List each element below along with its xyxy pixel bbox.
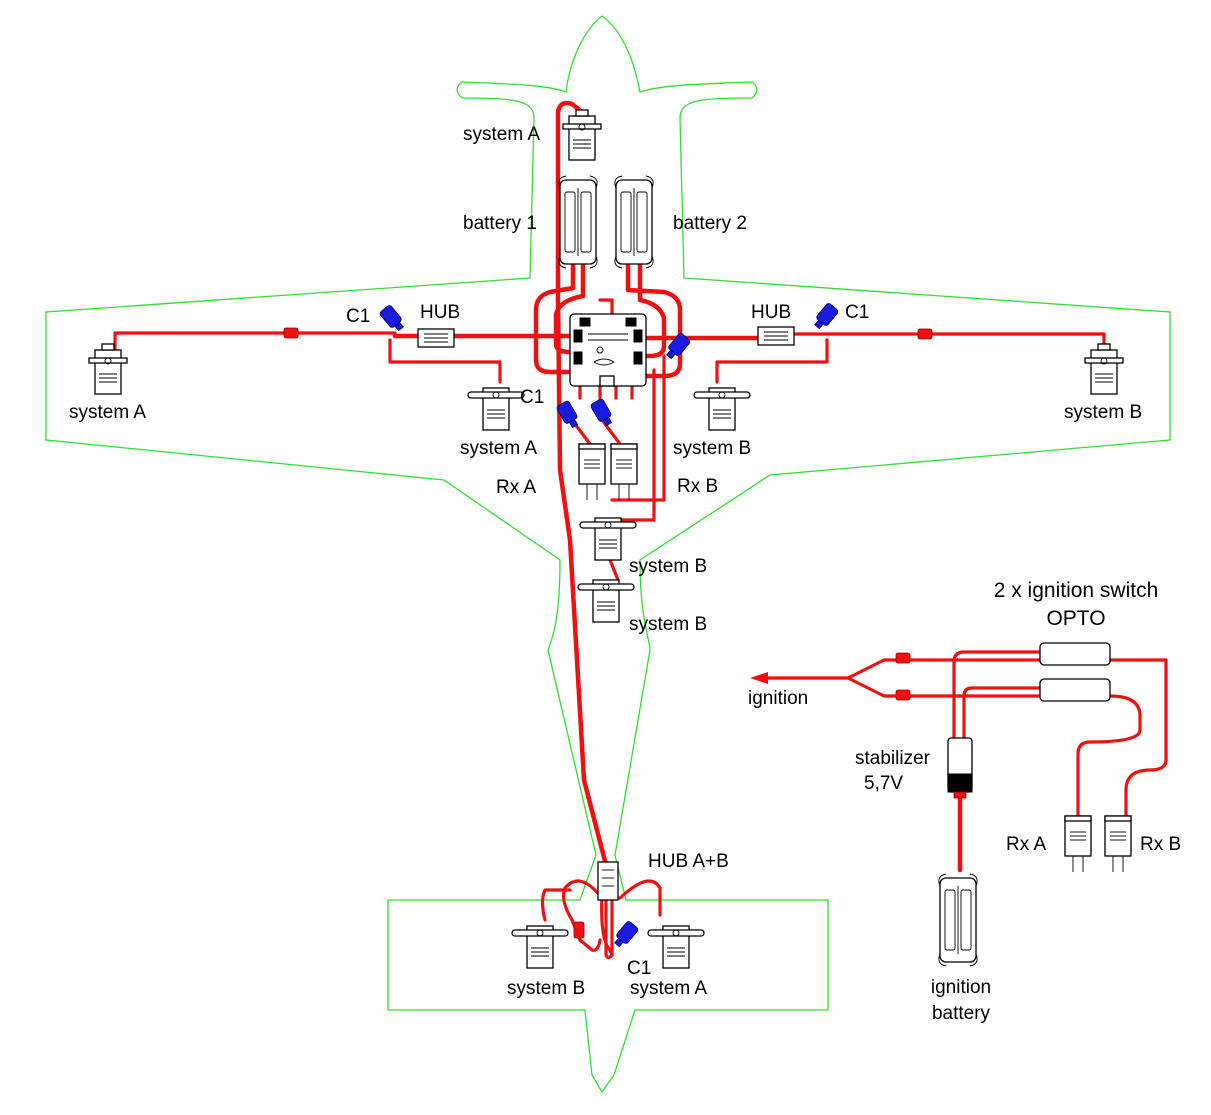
aircraft-outline <box>45 15 1171 1094</box>
label-hub-right: HUB <box>751 302 791 323</box>
label-battery-2: battery 2 <box>673 213 747 234</box>
ign-plug-bottom <box>895 689 911 701</box>
hub-right-box <box>757 326 795 346</box>
ignition-wiring <box>750 650 1168 873</box>
receiver-b <box>610 443 638 501</box>
label-system-b-elevator: system B <box>507 978 585 999</box>
label-ignition-title-1: 2 x ignition switch <box>994 579 1159 602</box>
label-rx-a: Rx A <box>496 477 536 498</box>
label-hub-left: HUB <box>420 302 460 323</box>
label-battery-1: battery 1 <box>463 213 537 234</box>
battery-1-pack <box>558 175 598 269</box>
label-ignition-battery-2: battery <box>932 1003 991 1024</box>
servo-left-flap <box>467 387 525 431</box>
battery-2-pack <box>614 175 654 269</box>
label-system-a-left-aileron: system A <box>69 402 146 423</box>
hub-left-box <box>417 328 455 348</box>
servo-right-flap <box>693 387 751 431</box>
label-c1-left: C1 <box>346 306 370 327</box>
label-system-b-throttle: system B <box>629 556 707 577</box>
servo-rudder <box>562 109 602 161</box>
label-system-b-right-flap: system B <box>673 438 751 459</box>
ign-receiver-a <box>1064 815 1092 873</box>
red-connectors <box>283 327 933 939</box>
ignition-switch-bottom <box>1039 678 1111 702</box>
label-ignition-output: ignition <box>748 688 808 709</box>
ignition-switch-top <box>1039 642 1111 666</box>
ignition-battery-pack <box>938 873 978 967</box>
label-system-b-choke: system B <box>629 614 707 635</box>
label-rx-b: Rx B <box>677 476 718 497</box>
label-system-a-left-flap: system A <box>460 438 537 459</box>
c1-tail-plug <box>611 919 640 950</box>
servo-throttle <box>579 517 637 561</box>
ign-receiver-b <box>1104 815 1132 873</box>
receiver-a <box>578 443 606 501</box>
label-stabilizer-voltage: 5,7V <box>864 773 903 794</box>
label-stabilizer: stabilizer <box>855 748 931 769</box>
power-switch-unit <box>569 313 647 387</box>
label-ignition-title-2: OPTO <box>1046 607 1105 630</box>
voltage-stabilizer <box>947 737 973 799</box>
servo-elevator-left <box>511 925 569 969</box>
wiring <box>113 100 1106 960</box>
label-ign-rx-b: Rx B <box>1140 834 1181 855</box>
label-system-a-rudder: system A <box>463 124 540 145</box>
label-system-b-right-aileron: system B <box>1064 402 1142 423</box>
label-system-a-elevator: system A <box>630 978 707 999</box>
servo-left-aileron <box>88 343 128 395</box>
label-ignition-battery-1: ignition <box>931 977 991 998</box>
c1-left-plug <box>378 303 407 334</box>
label-ign-rx-a: Rx A <box>1006 834 1046 855</box>
label-hub-ab: HUB A+B <box>648 851 729 872</box>
ign-plug-top <box>895 652 911 664</box>
label-c1-center: C1 <box>520 387 544 408</box>
hub-ab-box <box>597 861 619 901</box>
servo-right-aileron <box>1084 343 1124 395</box>
label-c1-right: C1 <box>845 302 869 323</box>
c1-right-plug <box>811 301 840 332</box>
label-c1-tail: C1 <box>627 958 651 979</box>
servo-elevator-right <box>647 925 705 969</box>
servo-choke <box>577 579 635 623</box>
